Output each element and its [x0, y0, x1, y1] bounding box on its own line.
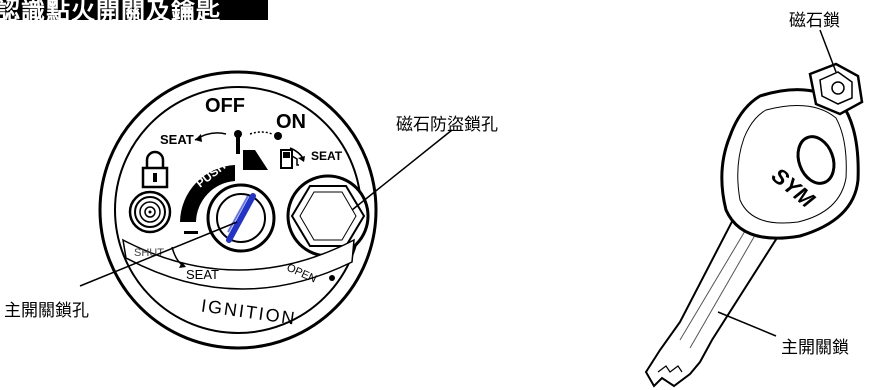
magnet-lock-callout-line [819, 29, 837, 73]
magnet-lock-dot [831, 81, 845, 95]
key-teeth [657, 365, 683, 373]
magnet-lock-label: 磁石鎖 [789, 11, 840, 31]
off-on-arc [249, 131, 273, 135]
main-hole-callout-line [79, 221, 238, 287]
tick-mark [184, 231, 198, 234]
magnet-lock-cap-inner [819, 71, 853, 105]
push-band [180, 165, 235, 222]
off-marker-stem [236, 136, 240, 154]
seat-icon [243, 150, 268, 170]
main-switch-hole-label: 主開關鎖孔 [4, 301, 89, 321]
shut-label: SHUT [134, 247, 164, 259]
antitheft-callout-line [351, 129, 453, 211]
seat-left-label: SEAT [160, 132, 194, 147]
key-head-inner [737, 105, 847, 224]
main-key-callout-line [717, 311, 777, 337]
seat-left-arrowhead [195, 134, 202, 142]
page-title-banner: 認識點火開關及鑰匙 [0, 0, 268, 20]
page-title: 認識點火開關及鑰匙 [0, 0, 221, 20]
main-switch-key-label: 主開關鎖 [781, 338, 849, 358]
padlock-icon [141, 150, 169, 189]
magnet-button [128, 190, 172, 234]
open-marker-dot [329, 275, 335, 281]
key-slot-highlight [227, 195, 249, 233]
seat-right-label: SEAT [311, 149, 343, 163]
fuel-pump-icon [280, 149, 299, 169]
seat-right-arrowhead [298, 156, 305, 162]
key-slot [226, 193, 256, 243]
key-illustration: SYM [644, 29, 864, 388]
on-label: ON [276, 111, 306, 133]
magnet-antitheft-hole-label: 磁石防盜鎖孔 [396, 115, 498, 135]
seat-bottom-label: SEAT [186, 267, 219, 282]
on-marker-dot [274, 132, 282, 140]
key-blade [644, 208, 784, 388]
lower-band [122, 238, 355, 290]
ignition-switch: OFF ON SEAT SEAT PUSH [79, 70, 453, 350]
magnet-antitheft-hole [286, 174, 370, 258]
off-label: OFF [205, 95, 245, 117]
shut-seat-arrowhead [179, 262, 186, 268]
key-ring-hole [796, 135, 836, 185]
key-blade-groove [679, 225, 759, 349]
